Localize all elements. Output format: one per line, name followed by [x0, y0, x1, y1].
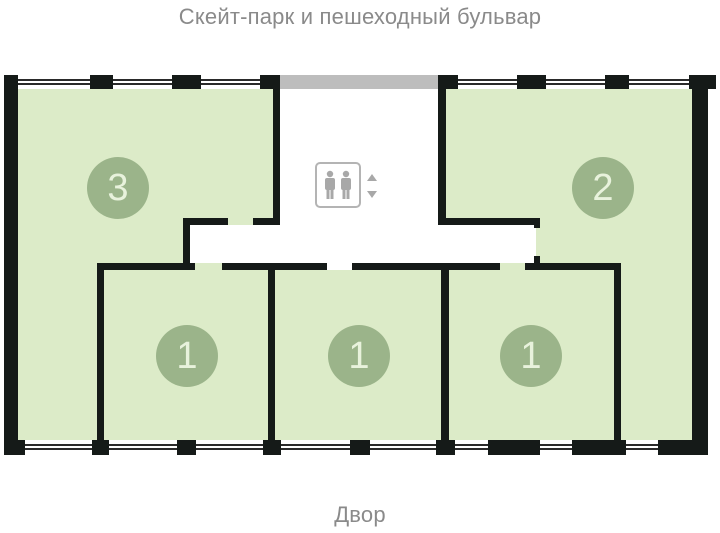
- wall: [97, 263, 195, 270]
- apartment-2-rooms-badge[interactable]: 2: [572, 157, 634, 219]
- window-bottom: [104, 440, 178, 454]
- wall-pier: [436, 440, 455, 455]
- window-top-5: [546, 75, 608, 89]
- wall-pier: [438, 75, 458, 89]
- apartment-3-room-area-strip: [18, 263, 98, 441]
- wall: [97, 263, 104, 443]
- wall-pier: [172, 75, 201, 89]
- window-bottom: [18, 440, 98, 454]
- window-top-4: [458, 75, 518, 89]
- wall: [253, 218, 280, 225]
- wall: [438, 89, 446, 225]
- wall: [183, 218, 228, 225]
- apartment-2-room-area-lower: [540, 225, 692, 270]
- window-bottom: [276, 440, 350, 454]
- top-street-label: Скейт-парк и пешеходный бульвар: [178, 4, 542, 29]
- wall-pier: [4, 440, 25, 455]
- apartment-1b-rooms-badge[interactable]: 1: [328, 325, 390, 387]
- wall: [441, 263, 449, 443]
- wall-pier: [572, 440, 626, 455]
- wall-pier: [488, 440, 540, 455]
- apartment-1a-rooms-badge[interactable]: 1: [156, 325, 218, 387]
- up-down-arrows-icon: [366, 172, 378, 200]
- corridor: [190, 225, 536, 263]
- apartment-3-room-area-lower: [18, 225, 183, 270]
- wall-outer-right: [692, 75, 708, 455]
- apartment-2-room-area-strip: [621, 263, 692, 441]
- window-bottom: [455, 440, 489, 454]
- wall-pier: [658, 440, 708, 455]
- wall-pier: [90, 75, 113, 89]
- wall-pier: [517, 75, 546, 89]
- window-top-1: [18, 75, 94, 89]
- wall-pier: [263, 440, 281, 455]
- wall-pier: [260, 75, 280, 89]
- wall-outer-left: [4, 75, 18, 455]
- window-top-2: [112, 75, 174, 89]
- bottom-yard-label: Двор: [334, 502, 386, 527]
- apartment-3-rooms-badge[interactable]: 3: [87, 157, 149, 219]
- wall: [534, 218, 540, 228]
- wall: [352, 263, 500, 270]
- wall: [268, 263, 275, 443]
- wall: [614, 263, 621, 443]
- elevator-icon: [315, 162, 361, 208]
- wall: [525, 263, 621, 270]
- wall: [438, 218, 540, 225]
- apartment-1c-rooms-badge[interactable]: 1: [500, 325, 562, 387]
- wall-pier: [92, 440, 109, 455]
- wall-pier: [350, 440, 370, 455]
- wall-pier: [605, 75, 629, 89]
- wall: [273, 89, 280, 225]
- window-bottom: [196, 440, 264, 454]
- wall: [534, 256, 540, 266]
- window-top-3: [200, 75, 262, 89]
- wall: [183, 218, 190, 270]
- window-bottom: [370, 440, 438, 454]
- entrance-top: [280, 75, 438, 89]
- window-bottom: [540, 440, 572, 454]
- wall-pier: [177, 440, 196, 455]
- window-top-6: [628, 75, 690, 89]
- window-bottom: [626, 440, 658, 454]
